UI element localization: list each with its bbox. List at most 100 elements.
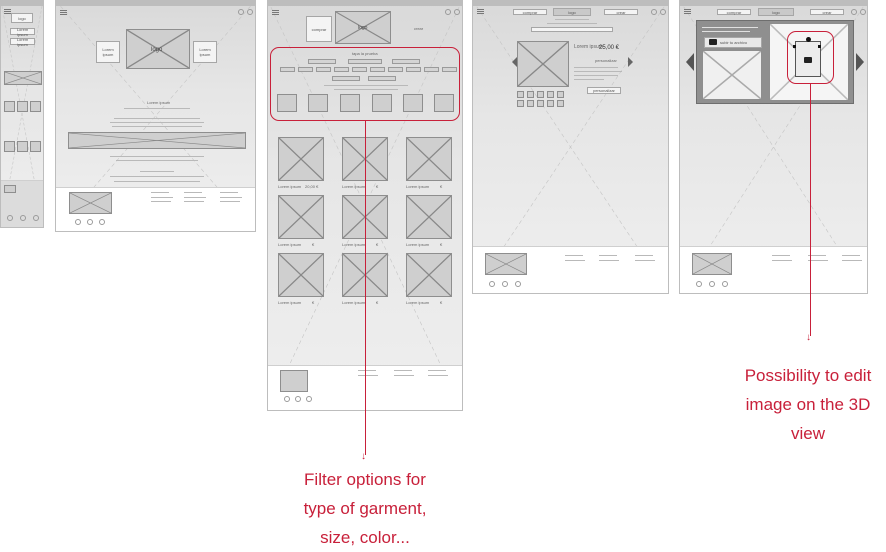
cart-icon[interactable] xyxy=(851,9,857,15)
social-icon[interactable] xyxy=(306,396,312,402)
nav-comprar[interactable]: comprar xyxy=(306,16,332,42)
filter-chip[interactable] xyxy=(280,67,295,72)
filter-swatch[interactable] xyxy=(372,94,392,112)
mobile-button-2[interactable]: Lorem ipsum xyxy=(10,37,35,47)
menu-icon[interactable] xyxy=(477,9,484,14)
edit-leader-line xyxy=(810,84,812,336)
user-icon[interactable] xyxy=(660,9,666,15)
editor-preview-left xyxy=(702,50,762,100)
filter-chip[interactable] xyxy=(298,67,313,72)
product-card-image[interactable] xyxy=(278,195,324,239)
thumbnail[interactable] xyxy=(527,91,534,98)
cart-icon[interactable] xyxy=(445,9,451,15)
filter-chip[interactable] xyxy=(308,59,336,64)
nav-comprar[interactable]: comprar xyxy=(717,9,751,15)
product-card-image[interactable] xyxy=(278,253,324,297)
text-line xyxy=(114,181,200,182)
editor-next-icon[interactable] xyxy=(856,53,864,71)
thumbnail[interactable] xyxy=(517,91,524,98)
editor-prev-icon[interactable] xyxy=(686,53,694,71)
social-icon[interactable] xyxy=(99,219,105,225)
product-main-image xyxy=(517,41,569,87)
social-icon[interactable] xyxy=(295,396,301,402)
upload-file-button[interactable]: subir tu archivo xyxy=(704,37,762,48)
thumbnail[interactable] xyxy=(557,100,564,107)
filter-chip[interactable] xyxy=(352,67,367,72)
menu-icon[interactable] xyxy=(272,10,279,15)
product-card-image[interactable] xyxy=(278,137,324,181)
thumbnail[interactable] xyxy=(537,100,544,107)
product-price: € xyxy=(376,300,379,305)
mobile-button-1[interactable]: Lorem ipsum xyxy=(10,27,35,37)
social-icon[interactable] xyxy=(284,396,290,402)
user-icon[interactable] xyxy=(454,9,460,15)
home-banner-left[interactable]: Lorem ipsum xyxy=(96,41,120,63)
social-icon[interactable] xyxy=(7,215,13,221)
product-price: € xyxy=(312,242,315,247)
product-card-image[interactable] xyxy=(406,137,452,181)
filter-chip[interactable] xyxy=(332,76,360,81)
filter-chip[interactable] xyxy=(388,67,403,72)
social-icon[interactable] xyxy=(502,281,508,287)
menu-icon[interactable] xyxy=(60,10,67,15)
cart-icon[interactable] xyxy=(651,9,657,15)
menu-icon[interactable] xyxy=(684,9,691,14)
social-icon[interactable] xyxy=(20,215,26,221)
filter-chip[interactable] xyxy=(316,67,331,72)
rotate-handle-icon[interactable] xyxy=(806,37,811,42)
filter-chip[interactable] xyxy=(348,59,382,64)
text-line xyxy=(599,260,619,261)
carousel-next-icon[interactable] xyxy=(628,57,633,67)
carousel-prev-icon[interactable] xyxy=(512,57,517,67)
filter-chip[interactable] xyxy=(370,67,385,72)
thumbnail[interactable] xyxy=(527,100,534,107)
filter-chip[interactable] xyxy=(442,67,457,72)
product-name: Lorem ipsum xyxy=(342,300,366,305)
nav-comprar[interactable]: comprar xyxy=(513,9,547,15)
thumbnail[interactable] xyxy=(547,100,554,107)
thumbnail[interactable] xyxy=(557,91,564,98)
social-icon[interactable] xyxy=(515,281,521,287)
nav-logo: logo xyxy=(758,8,794,16)
user-icon[interactable] xyxy=(247,9,253,15)
camera-icon[interactable] xyxy=(804,57,812,63)
social-icon[interactable] xyxy=(489,281,495,287)
home-banner-right[interactable]: Lorem ipsum xyxy=(193,41,217,63)
filter-swatch[interactable] xyxy=(340,94,360,112)
filter-chip[interactable] xyxy=(406,67,421,72)
product-card-image[interactable] xyxy=(406,195,452,239)
menu-icon[interactable] xyxy=(4,9,11,14)
filter-chip[interactable] xyxy=(392,59,420,64)
text-line xyxy=(635,255,653,256)
resize-handle-icon[interactable] xyxy=(818,45,821,48)
user-icon[interactable] xyxy=(860,9,866,15)
thumbnail[interactable] xyxy=(517,100,524,107)
cart-icon[interactable] xyxy=(238,9,244,15)
filter-swatch[interactable] xyxy=(308,94,328,112)
thumbnail[interactable] xyxy=(547,91,554,98)
nav-crear[interactable]: crear xyxy=(414,26,424,31)
product-card-image[interactable] xyxy=(406,253,452,297)
text-line xyxy=(124,108,190,109)
resize-handle-icon[interactable] xyxy=(793,45,796,48)
filter-chip[interactable] xyxy=(368,76,396,81)
social-icon[interactable] xyxy=(722,281,728,287)
social-icon[interactable] xyxy=(87,219,93,225)
social-icon[interactable] xyxy=(709,281,715,287)
mobile-tile xyxy=(17,101,28,112)
camera-icon[interactable] xyxy=(709,39,717,45)
nav-crear[interactable]: crear xyxy=(810,9,844,15)
filter-chip[interactable] xyxy=(334,67,349,72)
social-icon[interactable] xyxy=(75,219,81,225)
mobile-footer xyxy=(1,180,43,227)
personalize-button[interactable]: personalizar xyxy=(587,87,621,94)
social-icon[interactable] xyxy=(33,215,39,221)
filter-chip[interactable] xyxy=(424,67,439,72)
thumbnail[interactable] xyxy=(537,91,544,98)
filter-swatch[interactable] xyxy=(434,94,454,112)
social-icon[interactable] xyxy=(696,281,702,287)
filter-swatch[interactable] xyxy=(277,94,297,112)
filter-swatch[interactable] xyxy=(403,94,423,112)
nav-crear[interactable]: crear xyxy=(604,9,638,15)
text-line xyxy=(574,75,618,76)
